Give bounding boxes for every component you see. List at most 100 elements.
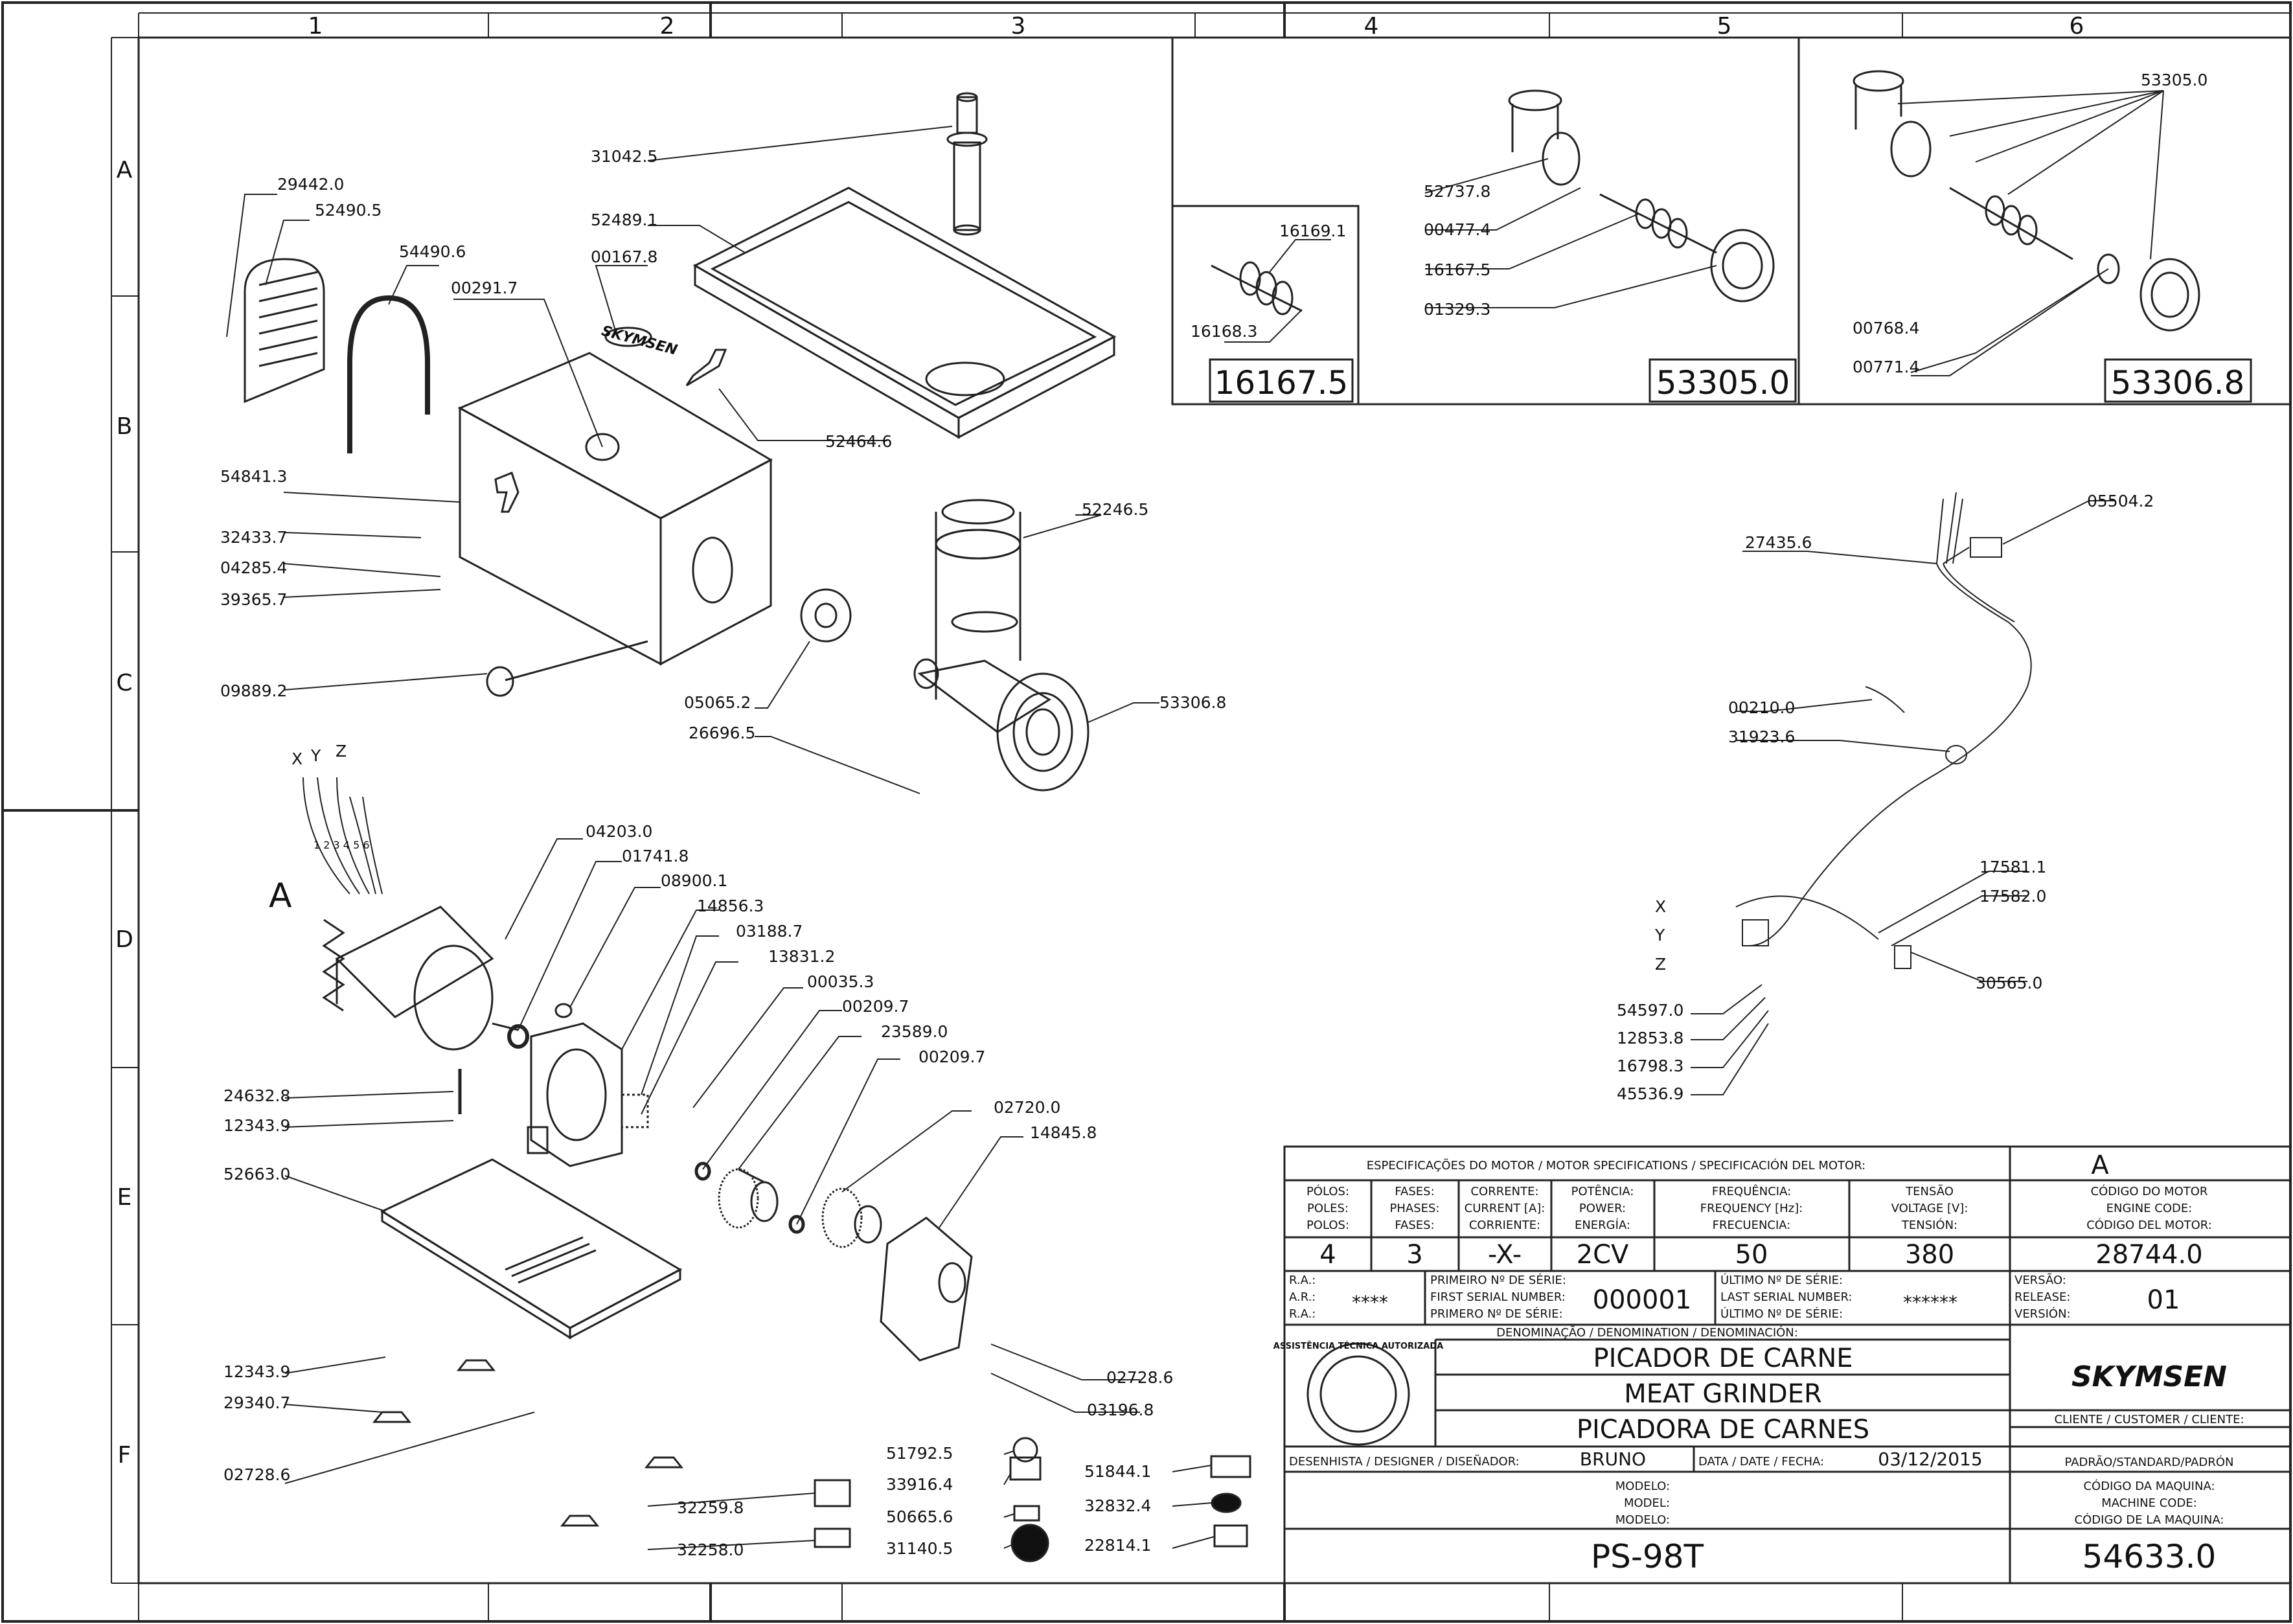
- wire-label-x2: X: [1655, 897, 1666, 916]
- wire-label-z: Z: [336, 742, 347, 761]
- col-label-3: 3: [1011, 13, 1026, 40]
- callout-00209-7-b: 00209.7: [918, 1047, 985, 1066]
- callout-16169-1: 16169.1: [1279, 222, 1346, 240]
- denomination-en: MEAT GRINDER: [1624, 1379, 1822, 1409]
- callout-12343-9-a: 12343.9: [223, 1116, 290, 1135]
- callout-52663-0: 52663.0: [223, 1165, 290, 1184]
- callout-17581-1: 17581.1: [1979, 858, 2046, 876]
- seal-text: ASSISTÊNCIA TÉCNICA AUTORIZADA: [1273, 1341, 1443, 1351]
- hdr-poles-pt: PÓLOS:: [1306, 1184, 1349, 1198]
- leader-lines: [226, 90, 2164, 1550]
- val-current: -X-: [1488, 1240, 1522, 1270]
- u-handle-part: [347, 295, 430, 453]
- designer-label: DESENHISTA / DESIGNER / DISEÑADOR:: [1289, 1454, 1520, 1469]
- callout-04285-4: 04285.4: [220, 558, 287, 577]
- last-serial-label-en: LAST SERIAL NUMBER:: [1720, 1290, 1852, 1304]
- version-label-pt: VERSÃO:: [2014, 1273, 2066, 1287]
- vent-grille-part: [244, 258, 325, 404]
- sticker-50665-6: [1013, 1505, 1040, 1522]
- callout-00477-4: 00477.4: [1424, 220, 1490, 239]
- last-serial-label-es: ÚLTIMO Nº DE SÉRIE:: [1720, 1307, 1843, 1321]
- sticker-32832-4: [1211, 1492, 1242, 1513]
- col-label-1: 1: [308, 13, 323, 40]
- last-serial-label-pt: ÚLTIMO Nº DE SÉRIE:: [1720, 1273, 1843, 1287]
- bearing-part: [694, 1161, 711, 1181]
- sticker-22814-1: [1213, 1524, 1248, 1548]
- hdr-engine-code-pt: CÓDIGO DO MOTOR: [2091, 1184, 2208, 1198]
- tray-part: [692, 187, 1117, 439]
- motor-part: [322, 906, 519, 1051]
- hdr-phases-en: PHASES:: [1390, 1202, 1440, 1215]
- row-label-b: B: [117, 413, 133, 440]
- wire-label-z2: Z: [1655, 955, 1666, 974]
- detail-box-1-code: 16167.5: [1215, 364, 1349, 402]
- callout-03188-7: 03188.7: [736, 922, 803, 941]
- callout-12853-8: 12853.8: [1617, 1029, 1683, 1047]
- callout-02728-6-a: 02728.6: [223, 1465, 290, 1484]
- callout-16168-3: 16168.3: [1191, 322, 1257, 341]
- callout-45536-9: 45536.9: [1617, 1084, 1683, 1103]
- ra-label-2: A.R.:: [1289, 1290, 1316, 1304]
- callout-09889-2: 09889.2: [220, 681, 287, 700]
- callout-52490-5: 52490.5: [315, 201, 382, 220]
- hdr-voltage-en: VOLTAGE [V]:: [1891, 1202, 1968, 1215]
- callout-00167-8: 00167.8: [591, 247, 657, 266]
- second-gear-part: [821, 1187, 882, 1248]
- callout-52489-1: 52489.1: [591, 211, 657, 229]
- lever-part: [685, 349, 727, 387]
- callout-14856-3: 14856.3: [697, 897, 764, 915]
- machine-code-value: 54633.0: [2082, 1538, 2217, 1575]
- column-labels: 1 2 3 4 5 6: [308, 13, 2084, 40]
- washer-part: [800, 588, 852, 643]
- denomination-es: PICADORA DE CARNES: [1577, 1415, 1869, 1445]
- model-label-es: MODELO:: [1615, 1513, 1670, 1527]
- callout-03196-8: 03196.8: [1087, 1401, 1154, 1419]
- row-labels: A B C D E F: [115, 157, 133, 1469]
- wire-numbers: 1 2 3 4 5 6: [314, 839, 370, 851]
- hdr-engine-code-es: CÓDIGO DEL MOTOR:: [2086, 1218, 2212, 1232]
- val-poles: 4: [1319, 1240, 1336, 1270]
- detail3-assembly: [1853, 70, 2200, 332]
- val-engine-code: 28744.0: [2095, 1240, 2202, 1270]
- machine-code-label-es: CÓDIGO DE LA MAQUINA:: [2075, 1513, 2224, 1527]
- callout-22814-1: 22814.1: [1084, 1536, 1151, 1555]
- detail1-auger: [1211, 261, 1303, 315]
- callout-32259-8: 32259.8: [677, 1498, 744, 1517]
- inner-frame: [137, 36, 2292, 1584]
- brand-logo: SKYMSEN: [2071, 1360, 2227, 1393]
- detail-views: [1171, 36, 2292, 406]
- hdr-power-pt: POTÊNCIA:: [1571, 1184, 1634, 1198]
- hdr-poles-es: POLOS:: [1306, 1218, 1349, 1232]
- grinder-head-part: [913, 529, 1089, 792]
- val-frequency: 50: [1735, 1240, 1768, 1270]
- callout-17582-0: 17582.0: [1979, 887, 2046, 906]
- model-label-pt: MODELO:: [1615, 1480, 1670, 1493]
- pinion-part: [621, 1093, 649, 1128]
- housing-part: [457, 352, 773, 666]
- client-label: CLIENTE / CUSTOMER / CLIENTE:: [2054, 1413, 2244, 1426]
- callout-00209-7-a: 00209.7: [842, 997, 909, 1016]
- callout-52246-5: 52246.5: [1082, 500, 1148, 519]
- callout-24632-8: 24632.8: [223, 1086, 290, 1105]
- base-plate-part: [380, 1158, 683, 1340]
- last-serial-value: ******: [1903, 1292, 1957, 1313]
- hdr-frequency-en: FREQUENCY [Hz]:: [1700, 1202, 1803, 1215]
- callout-33916-4: 33916.4: [886, 1475, 953, 1494]
- first-serial-value: 000001: [1593, 1285, 1692, 1315]
- val-phases: 3: [1406, 1240, 1422, 1270]
- callout-54490-6: 54490.6: [399, 242, 466, 261]
- hdr-engine-code-en: ENGINE CODE:: [2106, 1202, 2193, 1215]
- callout-02728-6-b: 02728.6: [1106, 1368, 1173, 1387]
- date-value: 03/12/2015: [1878, 1448, 1982, 1470]
- machine-code-label-pt: CÓDIGO DA MAQUINA:: [2083, 1479, 2215, 1493]
- version-value: 01: [2147, 1285, 2180, 1315]
- callout-14845-8: 14845.8: [1030, 1123, 1097, 1142]
- callout-29340-7: 29340.7: [223, 1393, 290, 1412]
- callout-00210-0: 00210.0: [1728, 698, 1795, 717]
- hdr-poles-en: POLES:: [1307, 1202, 1349, 1215]
- model-label-en: MODEL:: [1624, 1496, 1670, 1510]
- bearing-part-2: [788, 1215, 805, 1234]
- row-label-c: C: [116, 670, 132, 696]
- callout-30565-0: 30565.0: [1976, 974, 2042, 992]
